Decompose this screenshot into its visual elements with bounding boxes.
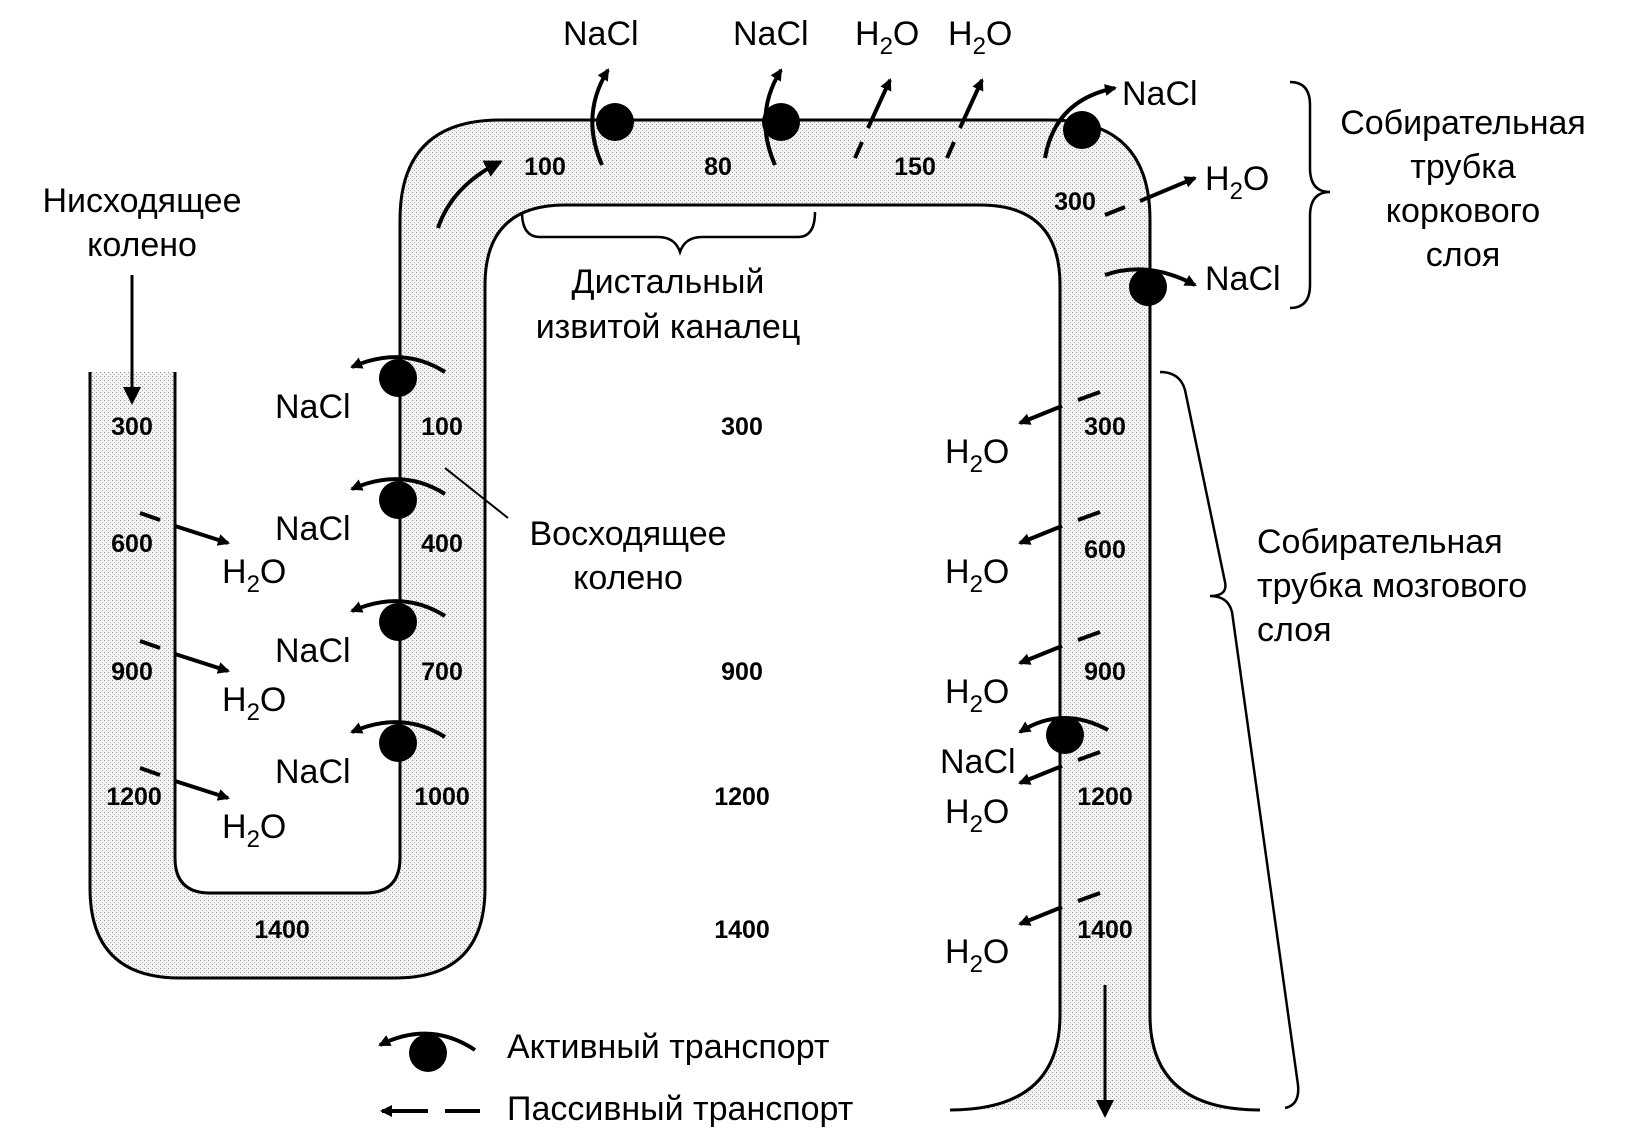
pump-distal-1 [590, 68, 634, 166]
conc-collecting-300: 300 [1084, 413, 1126, 441]
h2o-descending-2: H2O [222, 681, 286, 726]
medullary-duct-label-3: слоя [1257, 611, 1332, 649]
conc-ascending-700: 700 [421, 658, 463, 686]
h2o-labels: H2O H2O H2O H2O H2O H2O H2O H2O H2O H2O … [222, 15, 1269, 978]
passive-arrows [139, 78, 1197, 926]
pump-ascending-2 [350, 477, 447, 519]
nacl-distal-1: NaCl [563, 15, 639, 53]
conc-interstitium-900: 900 [721, 658, 763, 686]
cortical-duct-label-3: коркового [1386, 192, 1540, 230]
conc-interstitium-300: 300 [721, 413, 763, 441]
nacl-distal-2: NaCl [733, 15, 809, 53]
pump-distal-2 [762, 68, 800, 166]
h2o-distal-2: H2O [948, 15, 1012, 60]
medullary-duct-label-2: трубка мозгового [1257, 567, 1527, 605]
conc-distal-150: 150 [894, 153, 936, 181]
h2o-descending-3: H2O [222, 808, 286, 853]
pump-cortical-2 [1104, 267, 1197, 306]
cortical-duct-label-2: трубка [1410, 148, 1516, 186]
conc-descending-1200: 1200 [106, 783, 162, 811]
h2o-collecting-3: H2O [945, 673, 1009, 718]
conc-collecting-1200: 1200 [1077, 783, 1133, 811]
h2o-collecting-2: H2O [945, 553, 1009, 598]
conc-distal-80: 80 [704, 153, 732, 181]
conc-collecting-1400: 1400 [1077, 916, 1133, 944]
conc-collecting-900: 900 [1084, 658, 1126, 686]
nacl-cortical-1: NaCl [1122, 75, 1198, 113]
h2o-distal-1: H2O [855, 15, 919, 60]
nacl-labels: NaCl NaCl NaCl NaCl NaCl NaCl NaCl NaCl … [275, 15, 1281, 791]
h2o-collecting-4: H2O [945, 793, 1009, 838]
flow-arrow-ascending [436, 160, 503, 229]
h2o-collecting-5: H2O [945, 933, 1009, 978]
nacl-ascending-2: NaCl [275, 510, 351, 548]
concentrations: 300 600 900 1200 1400 100 400 700 1000 1… [106, 153, 1133, 944]
conc-ascending-1000: 1000 [414, 783, 470, 811]
pump-ascending-1 [350, 355, 447, 397]
medullary-duct-label: Собирательная [1257, 523, 1503, 561]
conc-descending-600: 600 [111, 530, 153, 558]
conc-ascending-100: 100 [421, 413, 463, 441]
conc-loop-bottom: 1400 [254, 916, 310, 944]
distal-tubule-label-2: извитой каналец [536, 308, 801, 346]
h2o-cortical: H2O [1205, 160, 1269, 205]
descending-limb-label-2: колено [87, 226, 197, 264]
brackets [444, 80, 1331, 1110]
nacl-medullary: NaCl [940, 743, 1016, 781]
active-pumps [350, 68, 1197, 762]
pump-ascending-3 [350, 599, 447, 641]
nacl-cortical-2: NaCl [1205, 260, 1281, 298]
distal-and-collecting-duct [400, 120, 1260, 1110]
ascending-limb-label: Восходящее [529, 515, 726, 553]
h2o-collecting-1: H2O [945, 433, 1009, 478]
pump-medullary [1018, 716, 1109, 754]
nacl-ascending-1: NaCl [275, 388, 351, 426]
conc-ascending-400: 400 [421, 530, 463, 558]
legend: Активный транспорт Пассивный транспорт [378, 1028, 853, 1128]
conc-distal-100: 100 [524, 153, 566, 181]
legend-active-label: Активный транспорт [507, 1028, 829, 1066]
tubule [88, 118, 1261, 1112]
nacl-ascending-3: NaCl [275, 632, 351, 670]
legend-passive-label: Пассивный транспорт [507, 1090, 853, 1128]
pump-cortical-1 [1043, 84, 1117, 159]
distal-tubule-label: Дистальный [572, 263, 765, 301]
descending-limb-label: Нисходящее [43, 182, 242, 220]
nacl-ascending-4: NaCl [275, 753, 351, 791]
conc-cortical-300: 300 [1054, 188, 1096, 216]
cortical-duct-label: Собирательная [1340, 104, 1586, 142]
conc-interstitium-1400: 1400 [714, 916, 770, 944]
h2o-descending-1: H2O [222, 553, 286, 598]
pump-ascending-4 [350, 720, 447, 762]
conc-descending-300: 300 [111, 413, 153, 441]
conc-collecting-600: 600 [1084, 536, 1126, 564]
cortical-duct-label-4: слоя [1426, 236, 1501, 274]
conc-interstitium-1200: 1200 [714, 783, 770, 811]
conc-descending-900: 900 [111, 658, 153, 686]
ascending-limb-label-2: колено [573, 559, 683, 597]
legend-active-icon [378, 1031, 477, 1072]
